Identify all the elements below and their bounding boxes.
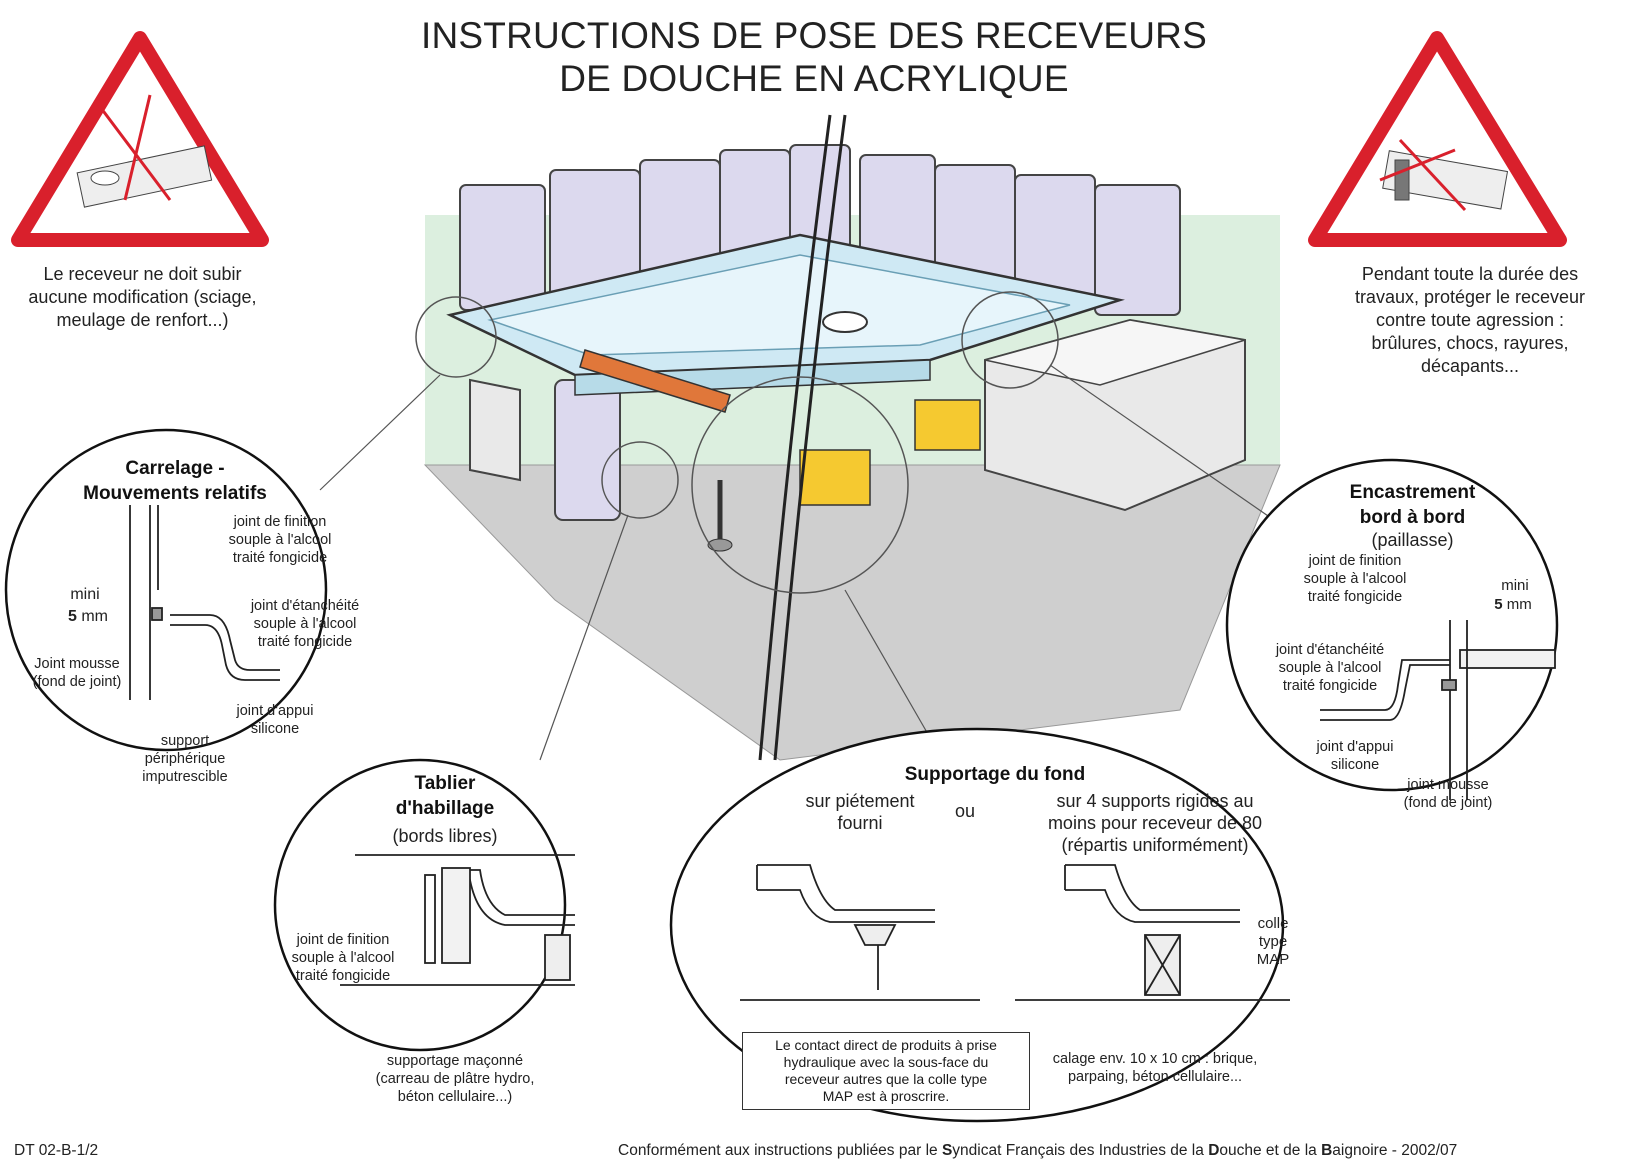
- carrelage-dimension-label: 5 mm: [67, 608, 108, 625]
- encastrement-section-drawing: [1320, 620, 1556, 800]
- spirit-level: [579, 349, 731, 413]
- zoom-circle-tablier: [601, 441, 679, 519]
- carrelage-support-label: support périphérique imputrescible: [142, 733, 228, 785]
- no-cutting-warning-icon: [11, 31, 269, 247]
- title-line-2: DE DOUCHE EN ACRYLIQUE: [559, 58, 1069, 99]
- encastrement-heading: Encastrement bord à bord: [1349, 482, 1476, 528]
- supportage-option-1: sur piétement fourni: [805, 791, 915, 833]
- tablier-subheading: (bords libres): [392, 826, 498, 846]
- carrelage-joint-appui-label: joint d'appui silicone: [236, 703, 314, 737]
- encastrement-dimension-label: 5 mm: [1494, 596, 1532, 613]
- document-reference: DT 02-B-1/2: [14, 1142, 99, 1159]
- carrelage-heading: Carrelage - Mouvements relatifs: [83, 458, 267, 504]
- warning-left-text: Le receveur ne doit subir aucune modific…: [28, 264, 257, 330]
- warning-right-text: Pendant toute la durée des travaux, prot…: [1354, 264, 1586, 376]
- encastrement-mini-label: mini: [1501, 577, 1529, 594]
- supportage-ou: ou: [954, 801, 976, 821]
- encastrement-subheading: (paillasse): [1371, 530, 1454, 550]
- supportage-option-2: sur 4 supports rigides au moins pour rec…: [1047, 791, 1263, 855]
- no-damage-warning-icon: [1308, 31, 1567, 247]
- carrelage-mini-label: mini: [70, 586, 100, 603]
- support-blocks: [799, 399, 981, 506]
- carrelage-joint-mousse-label: Joint mousse (fond de joint): [32, 656, 122, 690]
- zoom-circle-carrelage: [415, 296, 497, 378]
- encastrement-joint-etancheite-label: joint d'étanchéité souple à l'alcool tra…: [1275, 642, 1385, 694]
- title-line-1: INSTRUCTIONS DE POSE DES RECEVEURS: [421, 15, 1207, 56]
- supportage-colle-label: colle type MAP: [1256, 915, 1290, 968]
- carrelage-joint-etancheite-label: joint d'étanchéité souple à l'alcool tra…: [250, 598, 360, 650]
- apron-panel: [554, 379, 621, 521]
- supportage-section-drawings: [740, 864, 1290, 1001]
- encastrement-joint-finition-label: joint de finition souple à l'alcool trai…: [1303, 553, 1407, 605]
- carrelage-section-drawing: [129, 505, 280, 700]
- supportage-heading: Supportage du fond: [904, 764, 1086, 785]
- zoom-circle-supportage: [691, 376, 909, 594]
- detail-circle-tablier: [273, 758, 567, 1052]
- encastrement-joint-mousse-label: joint mousse (fond de joint): [1403, 777, 1493, 811]
- supportage-warning-note: Le contact direct de produits à prise hy…: [742, 1032, 1030, 1110]
- tablier-joint-finition-label: joint de finition souple à l'alcool trai…: [291, 932, 395, 984]
- tablier-heading: Tablier d'habillage: [395, 773, 495, 819]
- floor: [423, 464, 1281, 761]
- zoom-circle-encastrement: [961, 291, 1059, 389]
- page-title: INSTRUCTIONS DE POSE DES RECEVEURS DE DO…: [300, 14, 1328, 100]
- supportage-calage-label: calage env. 10 x 10 cm : brique, parpain…: [1052, 1051, 1258, 1085]
- tablier-section-drawing: [340, 854, 575, 986]
- footer-credit: Conformément aux instructions publiées p…: [618, 1142, 1458, 1159]
- wall-tiles: [459, 144, 1181, 316]
- encastrement-joint-appui-label: joint d'appui silicone: [1316, 739, 1394, 773]
- tablier-supportage-label: supportage maçonné (carreau de plâtre hy…: [375, 1053, 535, 1105]
- detail-circle-encastrement: [1225, 458, 1559, 792]
- detail-circle-supportage: [669, 727, 1285, 1123]
- drain: [822, 311, 868, 333]
- carrelage-joint-finition-label: joint de finition souple à l'alcool trai…: [228, 514, 332, 566]
